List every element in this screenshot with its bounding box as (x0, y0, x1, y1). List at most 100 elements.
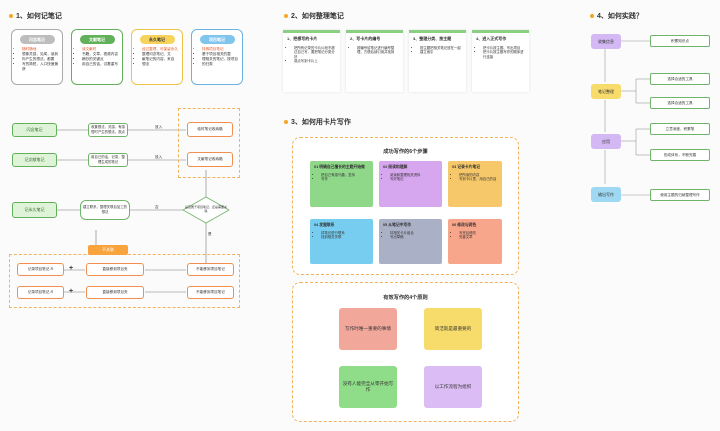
step-item: 建立索引 (420, 50, 462, 55)
note-card-item: 摘抄的关键点 (82, 57, 118, 62)
inbox-dashed-frame (178, 108, 240, 178)
note-card-item: 献笔记的内容，来自 (142, 57, 178, 62)
arrow-label-no: 否 (155, 205, 159, 209)
practice-output: 使用主题的归纳整理写作 (650, 189, 710, 201)
practice-node-collect: 收集信息 (591, 34, 621, 49)
practice-node-write: 输出写作 (591, 187, 621, 202)
success-step-2: 02 阅读和理解 阅读和整理相关资料写好笔记 (379, 161, 442, 207)
bullet-dot-icon (284, 14, 288, 18)
practice-output: 选择合适的工具 (650, 97, 710, 109)
step-title: 2、写卡片的编号 (350, 36, 381, 41)
section-title-text: 2、如何整理笔记 (291, 13, 344, 20)
success-step-title: 04 发掘联系 (314, 223, 335, 227)
success-step-item: 将相关卡片组合 (390, 231, 438, 236)
permanent-desc-box: 建立联系，整理关联后加工的想法 (80, 200, 130, 220)
section-title-text: 3、如何用卡片写作 (291, 119, 351, 126)
practice-output: 选择合适的工具 (650, 73, 710, 85)
plus-icon: + (69, 265, 74, 272)
project-row-left: 记录项目笔记-R (17, 263, 64, 276)
arrow-label-in: 放入 (155, 125, 163, 129)
literature-note-node: 记文献笔记 (12, 153, 57, 167)
flash-desc-box: 收集想法，灵感，有感悟时产生的想法，观点 (88, 123, 128, 137)
section-title-text: 1、如何记笔记 (16, 13, 62, 20)
step-item: 观点写到卡片上 (294, 59, 336, 64)
practice-output: 积累知识点 (650, 35, 710, 47)
practice-output: 形成体系，不断完善 (650, 149, 710, 161)
step-item: 把卡片按主题写作的顺序进行连接 (483, 50, 525, 59)
success-step-item: 写完后修改 (459, 231, 498, 236)
section-title-text: 4、如何实践？ (597, 13, 643, 20)
step-item: 按主题把相关笔记放在一起 (420, 46, 462, 51)
success-step-item: 把自己有感兴趣，坚持 (321, 173, 369, 178)
arrow-label-in: 放入 (155, 155, 163, 159)
note-card-item: 整理闪念笔记、文 (142, 52, 178, 57)
permanent-note-node: 记永久笔记 (12, 202, 57, 218)
success-step-title: 06 修改与润色 (452, 223, 477, 227)
note-card-item: 随时随地 (22, 47, 58, 52)
project-row-mid: 直接移到项目夹 (86, 286, 144, 299)
note-card-item: 特殊项目笔记 (202, 47, 238, 52)
step-title: 3、整理分类、按主题 (413, 36, 452, 41)
note-card-item: 的归类 (202, 62, 238, 67)
principle-card-1: 写作时唯一重要的事情 (339, 308, 397, 350)
section-title-writing: 3、如何用卡片写作 (284, 117, 351, 127)
step-item: 把所有记录的卡片片段不超过自己写，要把笔记分类分好 (294, 46, 336, 60)
bullet-dot-icon (284, 120, 288, 124)
practice-node-organize: 笔记整理 (591, 84, 621, 99)
practice-node-apply: 应用 (591, 134, 621, 149)
bullet-dot-icon (9, 14, 13, 18)
project-row-left: 记录项目笔记-R (17, 286, 64, 299)
success-step-5: 05 从笔记中写作 将相关卡片组合写出草稿 (379, 219, 442, 264)
success-step-title: 05 从笔记中写作 (383, 223, 412, 227)
success-step-title: 03 记录卡片笔记 (452, 165, 481, 169)
note-card-item: 用自己的话，试着重写 (82, 62, 118, 67)
success-step-4: 04 发掘联系 将笔记进行联系找到相关关联 (310, 219, 373, 264)
success-step-item: 写到卡片里，用自己的话 (459, 177, 498, 182)
decision-diamond-shape (182, 196, 230, 224)
note-card-title: 永久笔记 (139, 35, 175, 44)
practice-output: 立意深度，积累笔 (650, 123, 710, 135)
success-steps-title: 成功写作的6个步骤 (383, 149, 428, 155)
success-step-title: 01 明确自己擅长的主题开始做 (314, 165, 365, 169)
project-row-right: 不能移到项目笔记 (187, 263, 234, 276)
project-row-mid: 直接移到项目夹 (86, 263, 144, 276)
note-card-item: 经过整理，可保留永久 (142, 47, 178, 52)
principle-card-4: 以工作流程为组织 (424, 366, 482, 408)
section-title-take-notes: 1、如何记笔记 (9, 11, 62, 21)
success-step-item: 找到相关关联 (321, 235, 369, 240)
inbox-node: 临时笔记收纳箱 (187, 122, 233, 137)
arrow-label-yes: 是 (208, 232, 212, 236)
literature-desc-box: 用自己的话，记录，整理生成的笔记 (88, 153, 128, 167)
note-card-flash: 闪念笔记 随时随地 想象灵感，见闻，读到 你产生的想法，都要 写的简短，入口快速… (11, 29, 63, 85)
success-step-3: 03 记录卡片笔记 把所读的内容写到卡片里，用自己的话 (448, 161, 502, 207)
decision-text: 是否属于项目笔记，还是需要关联 (185, 205, 228, 213)
note-card-item: 想法 (142, 62, 178, 67)
note-card-item: 理相关的笔记，按项目 (202, 57, 238, 62)
organize-step-3: 3、整理分类、按主题 按主题把相关笔记放在一起建立索引 (409, 30, 466, 92)
success-step-item: 写出草稿 (390, 235, 438, 240)
bullet-dot-icon (590, 14, 594, 18)
note-card-literature: 文献笔记 读文献时 书籍，文章，视频内容 摘抄的关键点 用自己的话，试着重写 (71, 29, 123, 85)
organize-step-2: 2、写卡片的编号 按编号给笔记进行编号整理，方便后续引用并找到 (346, 30, 403, 92)
success-step-item: 写作 (321, 177, 369, 182)
step-title: 4、进入正式写作 (476, 36, 507, 41)
note-card-item: 读文献时 (82, 47, 118, 52)
success-step-item: 将笔记进行联系 (321, 231, 369, 236)
note-card-item: 书籍，文章，视频内容 (82, 52, 118, 57)
principles-title: 有效写作的4个原则 (383, 295, 428, 301)
step-item: 按编号给笔记进行编号整理，方便后续引用并找到 (357, 46, 399, 55)
note-card-item: 想象灵感，见闻，读到 (22, 52, 58, 57)
principle-card-3: 没有人能完全从零开始写作 (339, 366, 397, 408)
lit-inbox-node: 文献笔记收纳箱 (187, 152, 233, 167)
note-card-item: 写的简短，入口快速捕获 (22, 62, 58, 72)
note-card-permanent: 永久笔记 经过整理，可保留永久 整理闪念笔记、文 献笔记的内容，来自 想法 (131, 29, 183, 85)
note-card-project: 项目笔记 特殊项目笔记 基于项目相关的整 理相关的笔记，按项目 的归类 (191, 29, 243, 85)
note-card-title: 文献笔记 (79, 35, 115, 44)
success-step-title: 02 阅读和理解 (383, 165, 408, 169)
success-step-item: 阅读和整理相关资料 (390, 173, 438, 178)
note-card-title: 闪念笔记 (19, 35, 55, 44)
flash-note-node: 闪念笔记 (12, 123, 57, 137)
project-tag: 不关联 (88, 245, 128, 255)
step-item: 把卡片按主题、写出项目 (483, 46, 525, 51)
